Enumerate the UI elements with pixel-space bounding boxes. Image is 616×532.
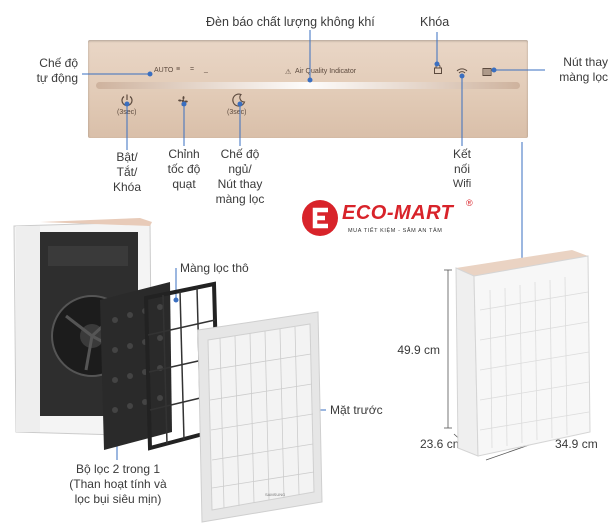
auto-level-indicators: ≡ = _ [176, 66, 212, 73]
eco-mart-reg: ® [466, 198, 473, 208]
dimension-depth: 23.6 cm [420, 437, 463, 451]
eco-mart-tagline: MUA TIẾT KIỆM - SẮM AN TÂM [348, 228, 443, 234]
label-lock: Khóa [420, 15, 450, 29]
aqi-icon: ⚠ [285, 69, 292, 76]
label-power: Bật/Tắt/Khóa [112, 150, 142, 194]
sleep-hold-hint: (3sec) [227, 109, 247, 116]
front-cover-part: SAMSUNG [197, 311, 323, 523]
filter-replace-icon [482, 64, 492, 82]
eco-mart-logo-icon [302, 200, 338, 236]
label-air-quality: Đèn báo chất lượng không khí [206, 15, 375, 29]
eco-mart-logo: ECO-MART ® MUA TIẾT KIỆM - SẮM AN TÂM [300, 198, 480, 242]
front-cover-brand-text: SAMSUNG [265, 492, 285, 497]
label-front-cover: Mặt trước [330, 403, 383, 417]
eco-mart-name: ECO-MART [342, 202, 454, 224]
auto-mode-display: AUTO [154, 67, 174, 74]
dimension-height: 49.9 cm [397, 343, 440, 357]
dimension-width: 34.9 cm [555, 437, 598, 451]
air-quality-light-bar [96, 82, 520, 89]
control-panel [88, 40, 528, 138]
label-pre-filter: Màng lọc thô [180, 261, 249, 275]
purifier-body [13, 218, 153, 437]
aqi-indicator-text: Air Quality Indicator [295, 68, 357, 75]
combo-filter-part [100, 282, 172, 450]
